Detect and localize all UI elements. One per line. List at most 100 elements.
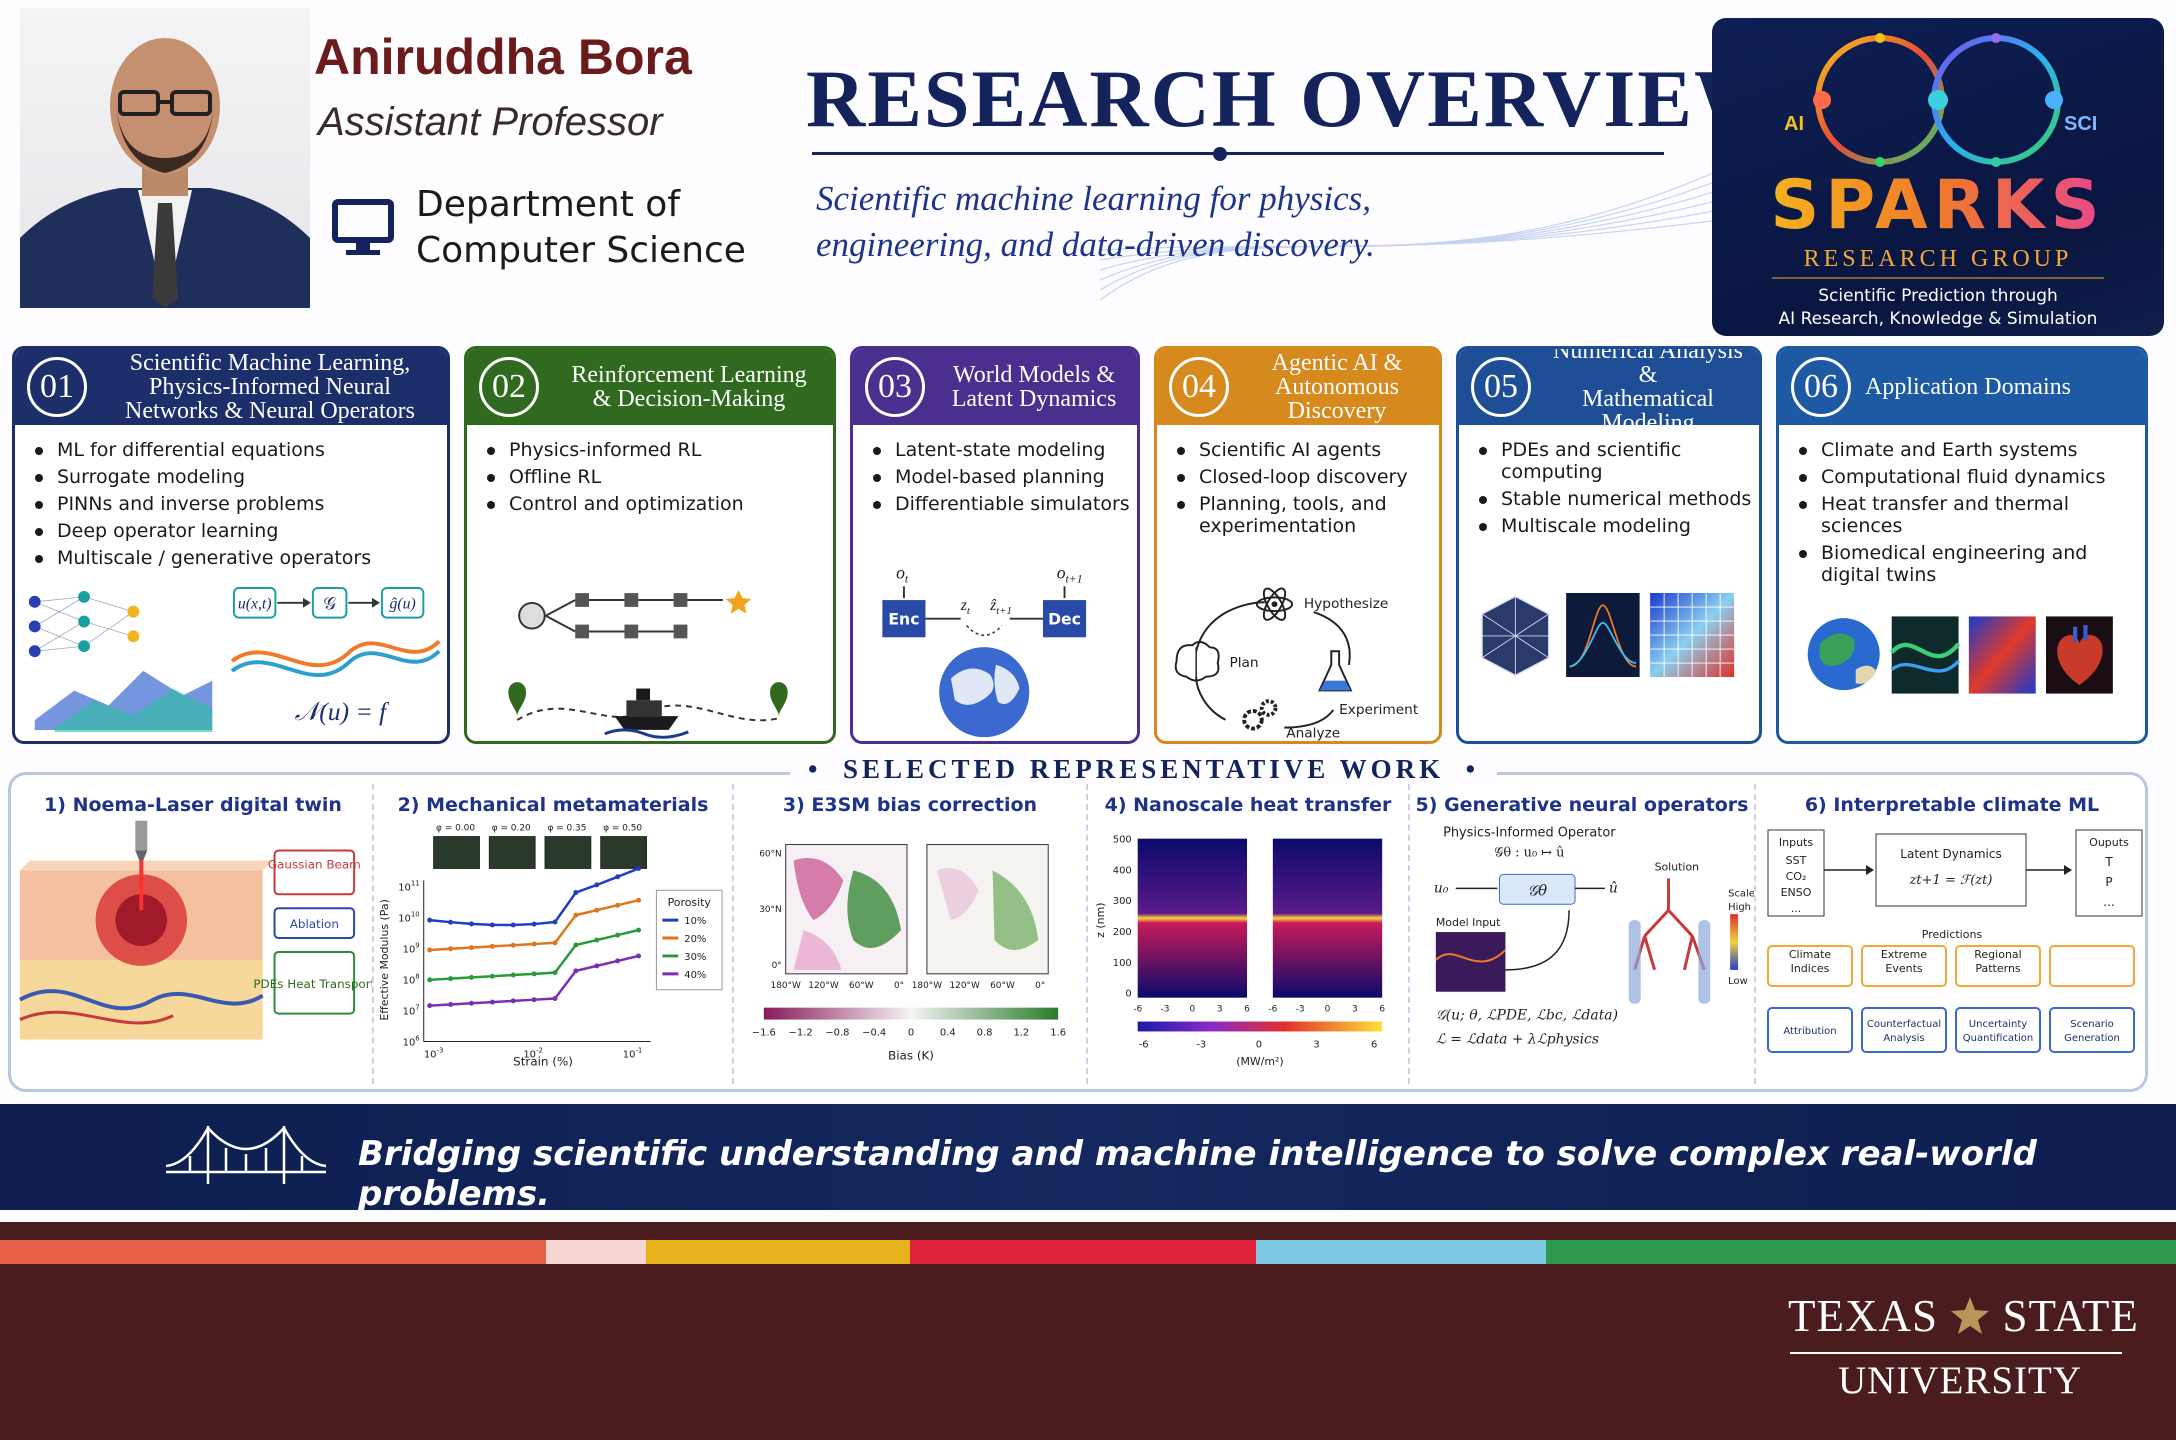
stripe-segment xyxy=(646,1240,910,1264)
department-line-2: Computer Science xyxy=(416,230,746,271)
title-divider-dot xyxy=(1213,147,1227,161)
card-item-list: Physics-informed RL Offline RL Control a… xyxy=(467,425,833,515)
series-point xyxy=(489,922,495,928)
card-title: World Models & Latent Dynamics xyxy=(939,363,1137,411)
bias-colorbar xyxy=(763,1007,1059,1020)
longitude-tick: 120°W xyxy=(950,981,981,991)
gears-icon xyxy=(1242,699,1278,731)
series-point xyxy=(573,912,579,918)
scale-low-label: Low xyxy=(1728,976,1748,987)
work-title: 3) E3SM bias correction xyxy=(782,794,1038,816)
x-tick-label: 0 xyxy=(1190,1005,1196,1015)
card-title: Scientific Machine Learning, Physics-Inf… xyxy=(101,351,447,423)
card-item: Physics-informed RL xyxy=(485,439,833,461)
wave-plot-icon xyxy=(1566,593,1640,677)
loss-expression: 𝒢(u; θ, ℒPDE, ℒbc, ℒdata) xyxy=(1436,1008,1618,1024)
card-item: ML for differential equations xyxy=(33,439,447,461)
chart-ylabel: Effective Modulus (Pa) xyxy=(378,899,391,1021)
person-portrait-icon xyxy=(20,38,310,308)
longitude-tick: 180°W xyxy=(771,981,802,991)
card-item: Offline RL xyxy=(485,466,833,488)
series-point xyxy=(615,932,621,938)
latent-dynamics-equation: zt+1 = ℱ(zt) xyxy=(1909,873,1993,888)
output-function-label: ĝ(u) xyxy=(389,596,415,613)
research-card-application-domains: 06 Application Domains Climate and Earth… xyxy=(1776,346,2148,744)
tagline-banner xyxy=(0,1104,2176,1210)
card-header: 05 Numerical Analysis & Mathematical Mod… xyxy=(1459,349,1759,435)
prediction-label: Extreme xyxy=(1881,948,1928,961)
operator-output-label: û xyxy=(1609,880,1618,896)
operator-title: Physics-Informed Operator xyxy=(1443,826,1616,841)
goal-star-icon xyxy=(725,590,752,614)
next-observation-label: ot+1 xyxy=(1057,563,1083,586)
card-title-line: Numerical Analysis & xyxy=(1553,346,1743,388)
card-number: 06 xyxy=(1791,357,1851,417)
inputs-label: Inputs xyxy=(1779,836,1813,849)
longitude-tick: 0° xyxy=(894,981,904,991)
loss-total: ℒ = ℒdata + λℒphysics xyxy=(1436,1031,1599,1047)
y-tick-label: 106 xyxy=(403,1034,420,1048)
neural-network-icon xyxy=(28,590,140,658)
y-tick-label: 107 xyxy=(403,1003,420,1017)
heading-dot-left: • xyxy=(808,754,843,784)
prediction-label: Regional xyxy=(1974,948,2021,961)
series-point xyxy=(510,998,516,1004)
neural-operator-illustration: u(x,t) 𝒢 ĝ(u) 𝒩(u) = f xyxy=(28,587,441,733)
card-title: Numerical Analysis & Mathematical Modeli… xyxy=(1545,346,1759,435)
y-tick-label: 109 xyxy=(403,941,420,955)
logo-name: SPARKS xyxy=(1770,166,2105,245)
end-location-pin-icon xyxy=(770,682,788,717)
work-title: 5) Generative neural operators xyxy=(1415,794,1749,816)
series-point xyxy=(636,927,642,933)
input-variable: ... xyxy=(1791,902,1802,915)
predicted-latent-label: ẑt+1 xyxy=(989,597,1012,617)
y-tick-label: 500 xyxy=(1113,835,1132,846)
colorbar-label: (MW/m²) xyxy=(1236,1055,1283,1068)
footer-tagline: Bridging scientific understanding and ma… xyxy=(358,1134,2037,1214)
series-point xyxy=(510,942,516,948)
decorative-waves xyxy=(1100,169,1720,301)
series-point xyxy=(489,999,495,1005)
card-item: Surrogate modeling xyxy=(33,466,447,488)
series-point xyxy=(427,947,433,953)
phi-label: φ = 0.00 xyxy=(436,824,475,834)
colorbar-tick: −1.6 xyxy=(752,1027,776,1038)
card-item: Closed-loop discovery xyxy=(1175,466,1439,488)
plan-label: Plan xyxy=(1229,655,1258,671)
x-tick-label: 6 xyxy=(1244,1005,1250,1015)
series-point xyxy=(531,997,537,1003)
prediction-box xyxy=(1767,945,1853,987)
series-point xyxy=(489,973,495,979)
x-tick-label: -3 xyxy=(1161,1005,1170,1015)
card-header: 04 Agentic AI & Autonomous Discovery xyxy=(1157,349,1439,425)
longitude-tick: 60°W xyxy=(990,981,1015,991)
series-point xyxy=(448,1001,454,1007)
series-point xyxy=(615,958,621,964)
card-title: Reinforcement Learning & Decision-Making xyxy=(553,363,833,411)
output-variable: T xyxy=(2104,855,2113,869)
sparks-logo: AI SCI SPARKS RESEARCH GROUP Scientific … xyxy=(1712,18,2164,336)
card-title-line: Physics-Informed Neural xyxy=(149,374,391,400)
input-variable: SST xyxy=(1786,854,1807,867)
colorbar-label: Bias (K) xyxy=(888,1048,934,1062)
scale-colorbar xyxy=(1730,914,1739,970)
vessel-tree-icon xyxy=(1628,878,1711,1004)
card-title-line: World Models & xyxy=(952,362,1116,388)
legend-entry: 30% xyxy=(684,952,706,963)
colorbar-tick: -6 xyxy=(1139,1039,1149,1050)
y-tick-label: 0 xyxy=(1125,989,1131,1000)
series-point xyxy=(552,996,558,1001)
operator-diagram: Physics-Informed Operator 𝒢θ : u₀ ↦ û u₀… xyxy=(1434,826,1755,1048)
x-tick-label: 6 xyxy=(1379,1005,1385,1015)
work-title: 1) Noema-Laser digital twin xyxy=(44,794,342,816)
latent-dynamics-title: Latent Dynamics xyxy=(1900,847,2001,861)
prediction-label: Events xyxy=(1885,962,1923,975)
series-point xyxy=(636,866,642,872)
analysis-tool-label: Attribution xyxy=(1783,1026,1836,1037)
series-point xyxy=(552,919,558,925)
prediction-box xyxy=(1861,945,1947,987)
